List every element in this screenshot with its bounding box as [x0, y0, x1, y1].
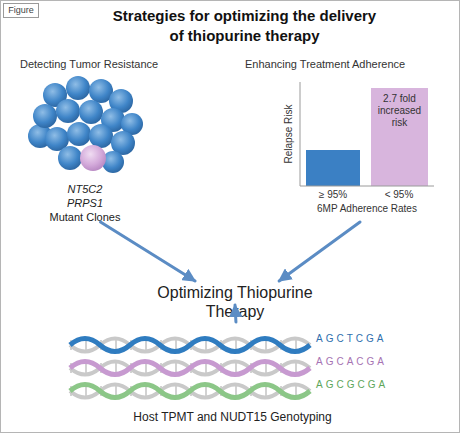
figure-tag: Figure	[3, 3, 39, 18]
bar-category: ≥ 95%	[303, 189, 363, 201]
panel-heading: Detecting Tumor Resistance	[20, 58, 165, 71]
helix-strand	[70, 339, 310, 352]
tumor-cell	[56, 99, 80, 123]
helix-strand	[70, 362, 310, 375]
gene-name: NT5C2	[40, 183, 130, 196]
tumor-cell	[33, 104, 57, 128]
tumor-cell	[58, 146, 82, 170]
helix-strand	[70, 339, 310, 352]
flow-arrow	[279, 222, 360, 281]
goal-text: Optimizing Thiopurine Therapy	[130, 283, 340, 321]
dna-helices	[70, 339, 310, 398]
axis-title: 6MP Adherence Rates	[300, 203, 434, 215]
bar-annotation: 2.7 fold increased risk	[372, 93, 427, 129]
panel-caption: Host TPMT and NUDT15 Genotyping	[60, 410, 405, 424]
tumor-resistance-panel: Detecting Tumor ResistanceNT5C2PRPS1Muta…	[15, 55, 165, 222]
tumor-cell	[79, 100, 103, 124]
x-axis	[300, 186, 434, 187]
helix-strand	[70, 385, 310, 398]
axis-title: Relapse Risk	[283, 94, 295, 174]
tumor-cell-cluster	[28, 76, 143, 173]
helix-strand	[70, 362, 310, 375]
helix-strand	[70, 385, 310, 398]
tumor-cell	[89, 124, 113, 148]
flow-arrow	[101, 222, 196, 281]
panel-heading: Enhancing Treatment Adherence	[245, 58, 440, 71]
dna-sequence: AGCTCGA	[316, 333, 406, 345]
dna-sequence: AGCACGA	[316, 356, 406, 368]
bar-high-adherence	[306, 150, 360, 186]
bar-category: < 95%	[369, 189, 429, 201]
tumor-cell	[66, 76, 90, 100]
mutant-cell	[80, 145, 106, 171]
relapse-bar-chart	[300, 82, 434, 186]
panel-note: Mutant Clones	[25, 211, 145, 224]
dna-sequence: AGCGCGA	[316, 379, 406, 391]
goal-box: Optimizing Thiopurine Therapy	[130, 281, 340, 305]
figure-title: Strategies for optimizing the delivery o…	[107, 6, 382, 45]
bar-low-adherence	[371, 88, 428, 186]
gene-name: PRPS1	[40, 197, 130, 210]
tumor-cell	[67, 122, 91, 146]
y-axis	[300, 82, 301, 186]
